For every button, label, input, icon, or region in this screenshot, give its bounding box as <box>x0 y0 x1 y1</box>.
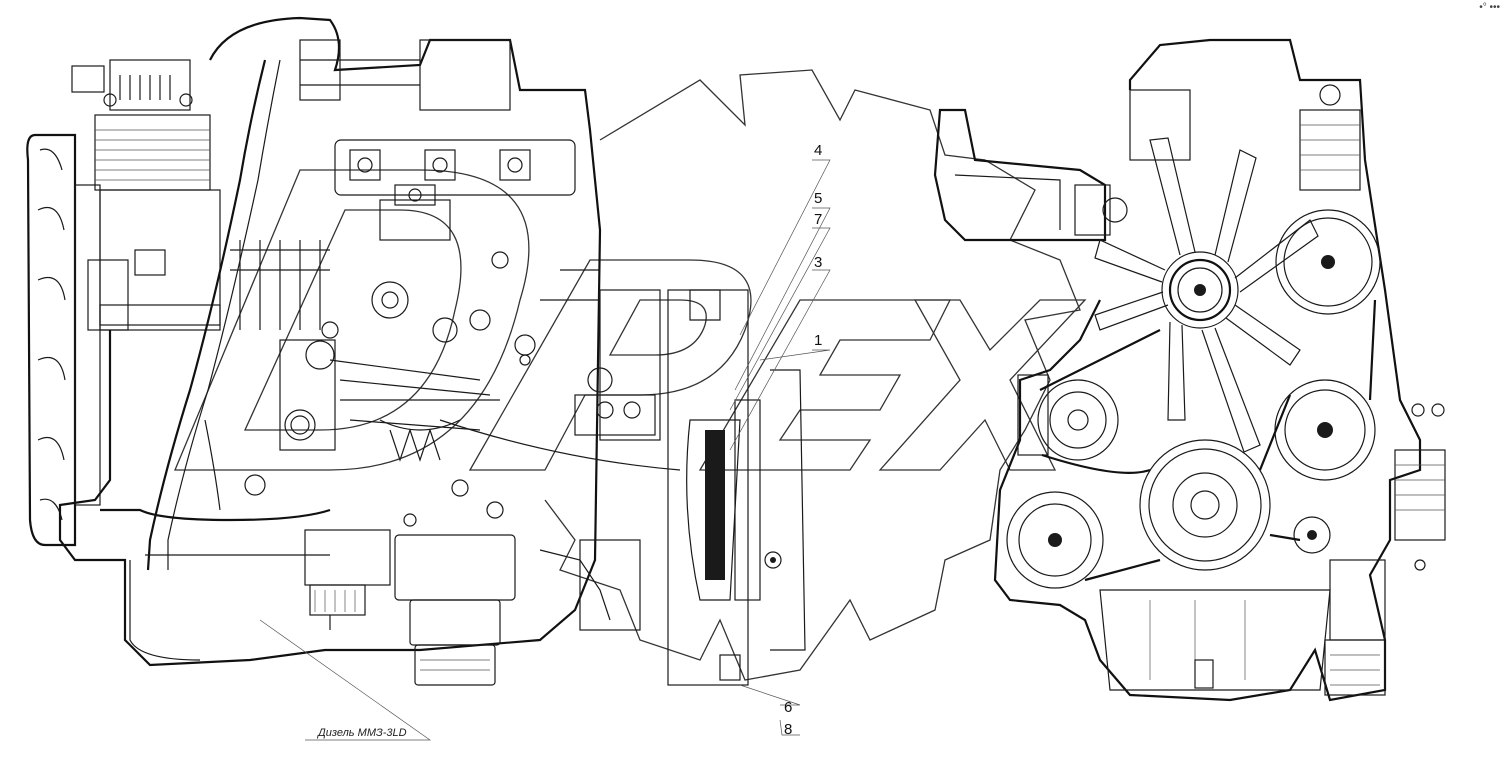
callout-leaders <box>259 159 831 741</box>
leader-5 <box>734 207 831 391</box>
watermark-letters <box>174 169 1087 471</box>
watermark-gear-outline <box>544 69 1081 681</box>
callout-7: 7 <box>814 211 822 228</box>
watermark-letter-p <box>468 259 752 471</box>
callout-3: 3 <box>814 254 822 271</box>
corner-mark: •° ••• <box>1479 2 1500 13</box>
leader-1 <box>759 349 831 361</box>
callout-5: 5 <box>814 190 822 207</box>
callout-labels: 4 5 7 3 1 6 8 Дизель ММЗ-3LD <box>316 142 822 739</box>
callout-1: 1 <box>814 332 822 349</box>
leader-3 <box>729 269 831 451</box>
callout-4: 4 <box>814 142 822 159</box>
callout-6: 6 <box>784 699 792 716</box>
leader-caption <box>259 619 432 741</box>
engine-caption: Дизель ММЗ-3LD <box>316 727 407 739</box>
watermark-letter-d <box>174 169 530 471</box>
watermark-letter-x <box>878 299 1087 471</box>
leader-8 <box>779 719 800 736</box>
callout-8: 8 <box>784 721 792 738</box>
leader-7 <box>729 227 831 411</box>
leader-6 <box>739 684 801 706</box>
flywheel-housing <box>26 133 77 547</box>
engine-front-view <box>933 38 1446 702</box>
leader-4 <box>739 159 831 336</box>
engine-side-view <box>26 16 806 686</box>
